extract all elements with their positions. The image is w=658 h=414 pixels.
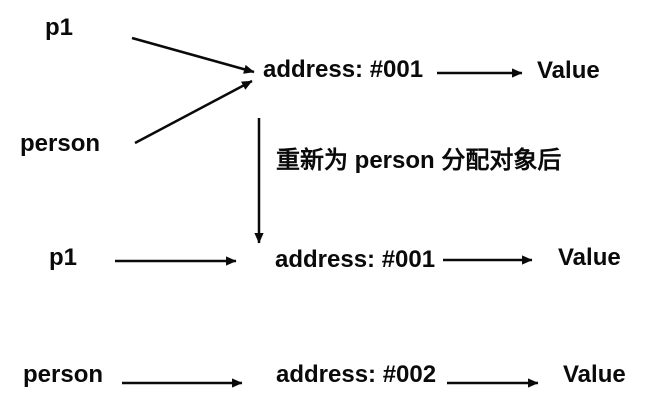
after-address-002-label: address: #002 <box>276 361 437 388</box>
after-pointer-p1-label: p1 <box>49 244 78 271</box>
transition-annotation: 重新为 person 分配对象后 <box>276 147 562 174</box>
before-pointer-p1-label: p1 <box>45 14 74 41</box>
arrow-before-person-to-address <box>134 79 253 145</box>
after-pointer-person-label: person <box>23 361 104 388</box>
after-value-001-label: Value <box>558 244 621 271</box>
before-value-label: Value <box>537 57 600 84</box>
before-pointer-person-label: person <box>20 130 101 157</box>
before-address-001-label: address: #001 <box>263 56 424 83</box>
after-address-001-label: address: #001 <box>275 246 436 273</box>
arrow-before-p1-to-address <box>131 36 255 74</box>
after-value-002-label: Value <box>563 361 626 388</box>
